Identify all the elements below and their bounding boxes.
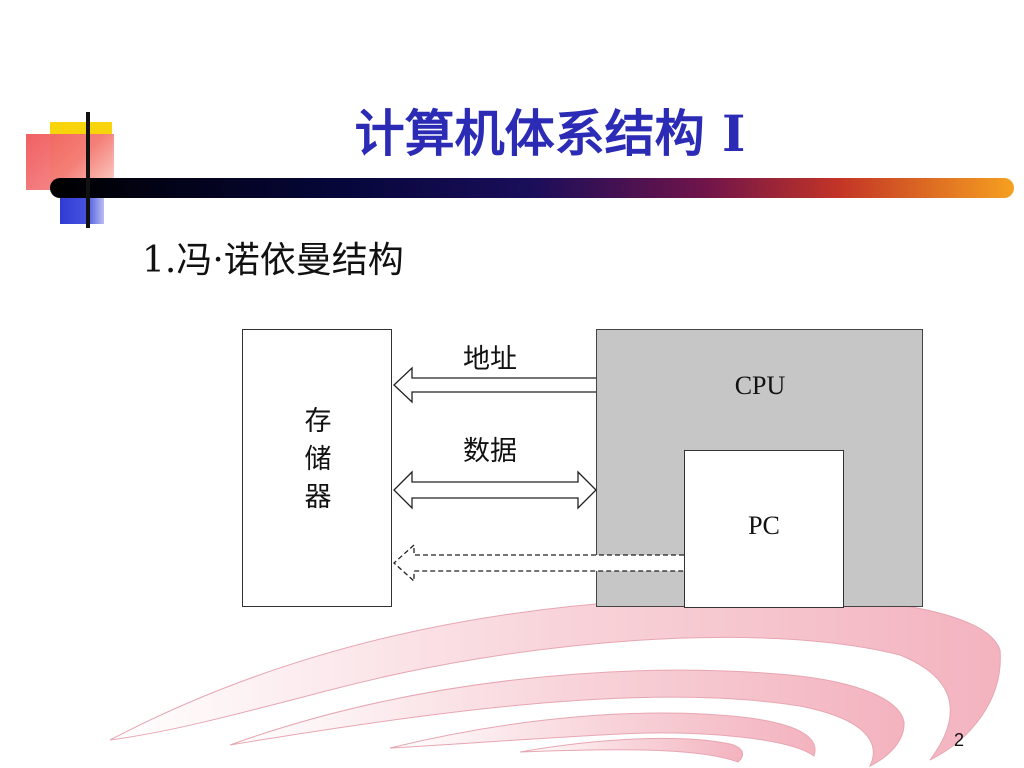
pc-box (684, 450, 844, 608)
address-bus-arrow (393, 366, 596, 404)
title-underline-bar (50, 178, 1014, 198)
pc-label: PC (748, 511, 780, 540)
address-bus-label: 地址 (463, 344, 517, 375)
pc-address-dashed-arrow (393, 543, 684, 583)
page-number: 2 (953, 730, 964, 750)
memory-box (242, 329, 392, 607)
decor-vertical-line (86, 112, 90, 228)
data-bus-arrow (393, 470, 597, 510)
slide-subtitle: 1.冯·诺依曼结构 (142, 240, 404, 281)
slide-title: 计算机体系结构 I (354, 104, 746, 163)
memory-label-char: 储 (304, 444, 332, 475)
memory-label-char: 存 (304, 406, 332, 437)
data-bus-label: 数据 (463, 436, 517, 467)
memory-label-char: 器 (304, 482, 332, 513)
cpu-label: CPU (734, 371, 786, 400)
memory-label: 存 储 器 (302, 403, 334, 517)
